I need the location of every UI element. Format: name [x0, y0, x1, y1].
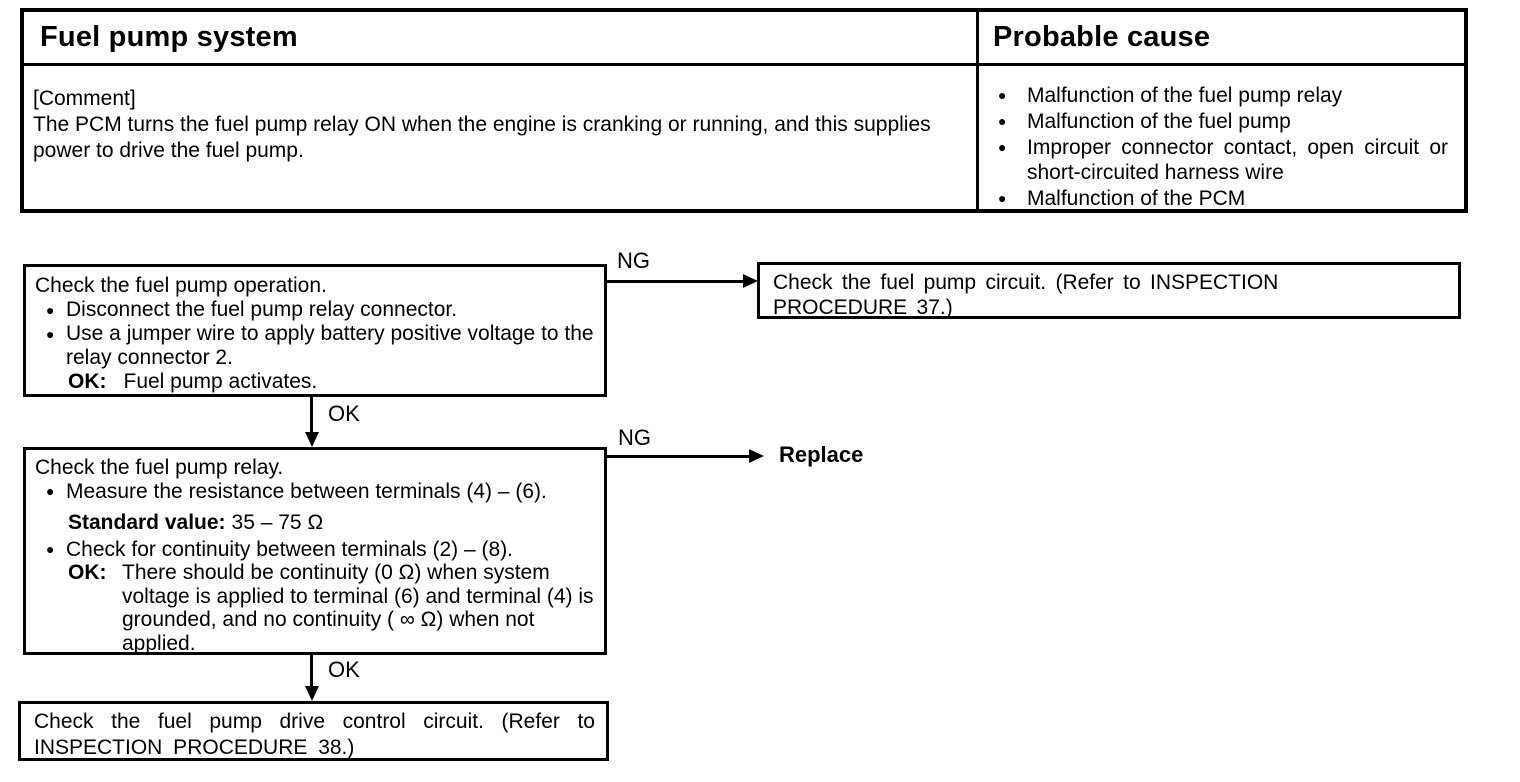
list-item: ● Malfunction of the fuel pump relay	[995, 83, 1452, 108]
ng-result-1-box: Check the fuel pump circuit. (Refer to I…	[757, 262, 1461, 319]
symptom-table: Fuel pump system Probable cause [Comment…	[20, 8, 1468, 213]
list-item: ● Malfunction of the fuel pump	[995, 109, 1452, 134]
ok-condition-label: OK:	[68, 370, 107, 393]
flow-step-2-box: Check the fuel pump relay. ● Measure the…	[23, 447, 607, 655]
ok-branch-label: OK	[328, 401, 360, 426]
bullet-icon: ●	[998, 190, 1007, 206]
ng-branch-label: NG	[618, 425, 651, 450]
probable-cause-list: ● Malfunction of the fuel pump relay ● M…	[995, 83, 1452, 211]
ok-branch-label: OK	[328, 657, 360, 682]
probable-cause-header: Probable cause	[979, 12, 1464, 66]
standard-value-label: Standard value:	[68, 511, 226, 534]
arrowhead-right-icon	[743, 274, 758, 288]
comment-label: [Comment]	[33, 87, 136, 110]
probable-cause-item: Malfunction of the PCM	[1027, 187, 1246, 210]
ok-condition-label: OK:	[68, 561, 107, 584]
bullet-icon: ●	[998, 139, 1007, 155]
connector-line	[607, 455, 750, 458]
step-3-text: Check the fuel pump drive control circui…	[34, 710, 595, 759]
step-bullet-text: Measure the resistance between terminals…	[66, 479, 547, 503]
standard-value-row: Standard value:35 – 75 Ω	[35, 511, 596, 535]
step-title: Check the fuel pump operation.	[35, 274, 327, 297]
bullet-icon: ●	[46, 540, 55, 557]
comment-cell: [Comment] The PCM turns the fuel pump re…	[24, 66, 979, 212]
connector-line	[310, 397, 313, 434]
step-bullet-text: Disconnect the fuel pump relay connector…	[66, 298, 458, 321]
arrowhead-down-icon	[305, 686, 319, 701]
probable-cause-item: Improper connector contact, open circuit…	[1027, 136, 1448, 184]
step-bullet: ● Disconnect the fuel pump relay connect…	[35, 298, 596, 322]
ok-condition: OK: There should be continuity (0 Ω) whe…	[35, 561, 596, 655]
symptom-table-title: Fuel pump system	[24, 12, 979, 66]
bullet-icon: ●	[998, 87, 1007, 103]
step-bullet: ● Use a jumper wire to apply battery pos…	[35, 322, 596, 370]
step-bullet-text: Check for continuity between terminals (…	[66, 537, 514, 561]
ng-result-2-text: Replace	[779, 442, 864, 467]
arrowhead-right-icon	[749, 449, 764, 463]
list-item: ● Malfunction of the PCM	[995, 186, 1452, 211]
ng-result-1-text: Check the fuel pump circuit. (Refer to I…	[773, 271, 1279, 319]
step-title: Check the fuel pump relay.	[35, 456, 284, 479]
ok-condition: OK: Fuel pump activates.	[35, 370, 596, 394]
bullet-icon: ●	[998, 113, 1007, 129]
ok-condition-text: There should be continuity (0 Ω) when sy…	[122, 561, 594, 655]
flow-step-1-box: Check the fuel pump operation. ● Disconn…	[23, 264, 607, 397]
list-item: ● Improper connector contact, open circu…	[995, 135, 1452, 185]
standard-value-text: 35 – 75 Ω	[231, 511, 324, 534]
ng-branch-label: NG	[617, 248, 650, 273]
bullet-icon: ●	[46, 302, 55, 318]
connector-line	[607, 280, 745, 283]
step-bullet: ● Check for continuity between terminals…	[35, 538, 596, 562]
step-bullet-text: Use a jumper wire to apply battery posit…	[66, 322, 594, 369]
probable-cause-cell: ● Malfunction of the fuel pump relay ● M…	[979, 66, 1464, 212]
connector-line	[310, 655, 313, 688]
bullet-icon: ●	[46, 482, 55, 499]
probable-cause-item: Malfunction of the fuel pump	[1027, 110, 1291, 133]
flow-step-3-box: Check the fuel pump drive control circui…	[18, 701, 609, 761]
arrowhead-down-icon	[305, 432, 319, 447]
comment-text: The PCM turns the fuel pump relay ON whe…	[33, 113, 931, 162]
bullet-icon: ●	[46, 326, 55, 342]
step-bullet: ● Measure the resistance between termina…	[35, 480, 596, 504]
probable-cause-item: Malfunction of the fuel pump relay	[1027, 84, 1343, 107]
ok-condition-text: Fuel pump activates.	[123, 370, 318, 393]
